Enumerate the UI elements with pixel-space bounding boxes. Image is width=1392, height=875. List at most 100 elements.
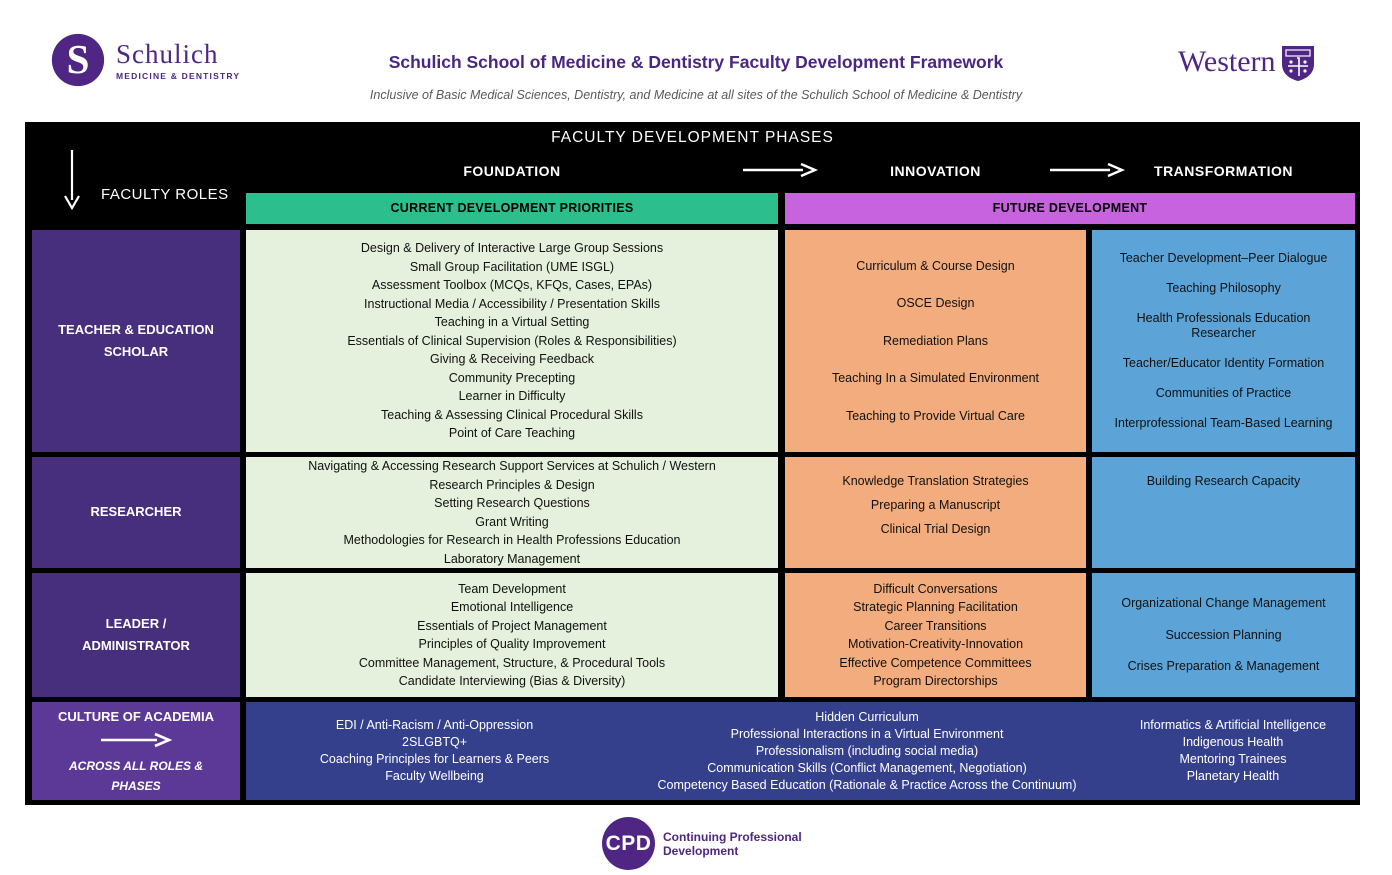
role-leader-administrator: LEADER / ADMINISTRATOR (32, 573, 240, 697)
list-item: Preparing a Manuscript (870, 498, 1001, 512)
cpd-logo: CPD Continuing Professional Development (602, 817, 802, 870)
culture-band-cell: EDI / Anti-Racism / Anti-Oppression 2SLGB… (246, 702, 1355, 800)
researcher-foundation-list: Navigating & Accessing Research Support … (246, 457, 778, 568)
page-header: S Schulich MEDICINE & DENTISTRY Schulich… (0, 0, 1392, 120)
list-item: Professionalism (including social media) (755, 743, 979, 758)
role-teacher-education-scholar: TEACHER & EDUCATION SCHOLAR (32, 230, 240, 452)
list-item: Research Principles & Design (429, 477, 595, 492)
list-item: Professional Interactions in a Virtual E… (730, 726, 1004, 741)
list-item: Navigating & Accessing Research Support … (308, 459, 716, 473)
list-item: Grant Writing (475, 514, 549, 529)
role-researcher: RESEARCHER (32, 457, 240, 568)
list-item: Essentials of Project Management (417, 618, 607, 633)
list-item: Motivation-Creativity-Innovation (847, 637, 1024, 651)
page-title: Schulich School of Medicine & Dentistry … (388, 52, 1004, 72)
teacher-foundation-list: Design & Delivery of Interactive Large G… (246, 230, 778, 452)
list-item: Assessment Toolbox (MCQs, KFQs, Cases, E… (371, 278, 653, 293)
schulich-logo-name: Schulich (116, 39, 219, 69)
phase-arrow-icon (1050, 162, 1126, 178)
list-item: Competency Based Education (Rationale & … (657, 777, 1077, 792)
phases-title: FACULTY DEVELOPMENT PHASES (551, 129, 834, 146)
framework-table: FACULTY DEVELOPMENT PHASES FACULTY ROLES… (25, 122, 1360, 805)
list-item: Team Development (458, 581, 566, 596)
phase-innovation: INNOVATION (890, 163, 981, 179)
list-item: Point of Care Teaching (448, 426, 576, 441)
list-item: Communities of Practice (1155, 386, 1292, 400)
list-item: Laboratory Management (443, 551, 581, 566)
role-label: LEADER / ADMINISTRATOR (82, 615, 190, 653)
list-item: Indigenous Health (1182, 735, 1284, 749)
list-item: Teaching in a Virtual Setting (434, 315, 590, 330)
culture-list-foundation: EDI / Anti-Racism / Anti-Oppression 2SLGB… (246, 717, 623, 785)
researcher-foundation-cell: Navigating & Accessing Research Support … (246, 457, 778, 568)
list-item: Coaching Principles for Learners & Peers (319, 752, 550, 766)
researcher-transformation-list: Building Research Capacity (1092, 457, 1355, 568)
list-item: Small Group Facilitation (UME ISGL) (409, 259, 615, 274)
list-item: Organizational Change Management (1121, 595, 1326, 610)
list-item: Essentials of Clinical Supervision (Role… (347, 333, 677, 348)
western-logo: Western (1178, 42, 1318, 82)
down-arrow-icon (64, 150, 80, 210)
list-item: Planetary Health (1186, 769, 1280, 783)
list-item: Teaching In a Simulated Environment (831, 371, 1040, 385)
list-item: Learner in Difficulty (458, 389, 566, 404)
list-item: Clinical Trial Design (880, 522, 991, 536)
list-item: Effective Competence Committees (839, 655, 1032, 670)
current-development-priorities-bar: CURRENT DEVELOPMENT PRIORITIES (246, 193, 778, 224)
list-item: Difficult Conversations (873, 581, 998, 596)
list-item: Curriculum & Course Design (856, 258, 1015, 273)
list-item: Teaching Philosophy (1166, 281, 1281, 295)
list-item: Interprofessional Team-Based Learning (1114, 416, 1333, 430)
list-item: Teaching to Provide Virtual Care (845, 408, 1026, 423)
right-arrow-icon (101, 732, 173, 747)
list-item: EDI / Anti-Racism / Anti-Oppression (335, 718, 534, 732)
svg-text:S: S (67, 36, 90, 82)
list-item: Giving & Receiving Feedback (430, 352, 594, 367)
list-item: Career Transitions (884, 618, 987, 633)
teacher-foundation-cell: Design & Delivery of Interactive Large G… (246, 230, 778, 452)
schulich-logo-text: Schulich MEDICINE & DENTISTRY (116, 39, 240, 81)
role-label: RESEARCHER (90, 504, 182, 520)
future-development-bar: FUTURE DEVELOPMENT (785, 193, 1355, 224)
list-item: Succession Planning (1165, 627, 1282, 642)
researcher-transformation-cell: Building Research Capacity (1092, 457, 1355, 568)
list-item: 2SLGBTQ+ (402, 735, 467, 749)
role-culture-of-academia: CULTURE OF ACADEMIA ACROSS ALL ROLES & P… (32, 702, 240, 800)
schulich-logo: S Schulich MEDICINE & DENTISTRY (50, 32, 240, 88)
culture-role-sublabel: ACROSS ALL ROLES & PHASES (68, 758, 203, 794)
role-label: TEACHER & EDUCATION SCHOLAR (58, 321, 214, 359)
list-item: Knowledge Translation Strategies (842, 474, 1029, 488)
culture-role-label: CULTURE OF ACADEMIA (58, 708, 214, 724)
cpd-circle-icon: CPD (602, 817, 655, 870)
list-item: Remediation Plans (883, 333, 988, 348)
list-item: Candidate Interviewing (Bias & Diversity… (398, 674, 626, 688)
list-item: Strategic Planning Facilitation (853, 600, 1018, 614)
list-item: Mentoring Trainees (1179, 752, 1287, 766)
schulich-s-icon: S (51, 33, 105, 87)
western-shield-icon (1281, 46, 1314, 81)
list-item: Program Directorships (873, 674, 998, 688)
list-item: Teacher Development–Peer Dialogue (1119, 251, 1328, 265)
phase-arrow-icon (743, 162, 819, 178)
list-item: Building Research Capacity (1146, 474, 1301, 488)
list-item: Informatics & Artificial Intelligence (1139, 718, 1327, 732)
list-item: OSCE Design (896, 296, 975, 310)
list-item: Emotional Intelligence (450, 600, 574, 614)
list-item: Setting Research Questions (434, 496, 590, 510)
list-item: Hidden Curriculum (815, 709, 919, 724)
faculty-roles-label: FACULTY ROLES (101, 186, 229, 203)
list-item: Teacher/Educator Identity Formation (1122, 356, 1325, 370)
list-item: Community Precepting (448, 370, 576, 385)
